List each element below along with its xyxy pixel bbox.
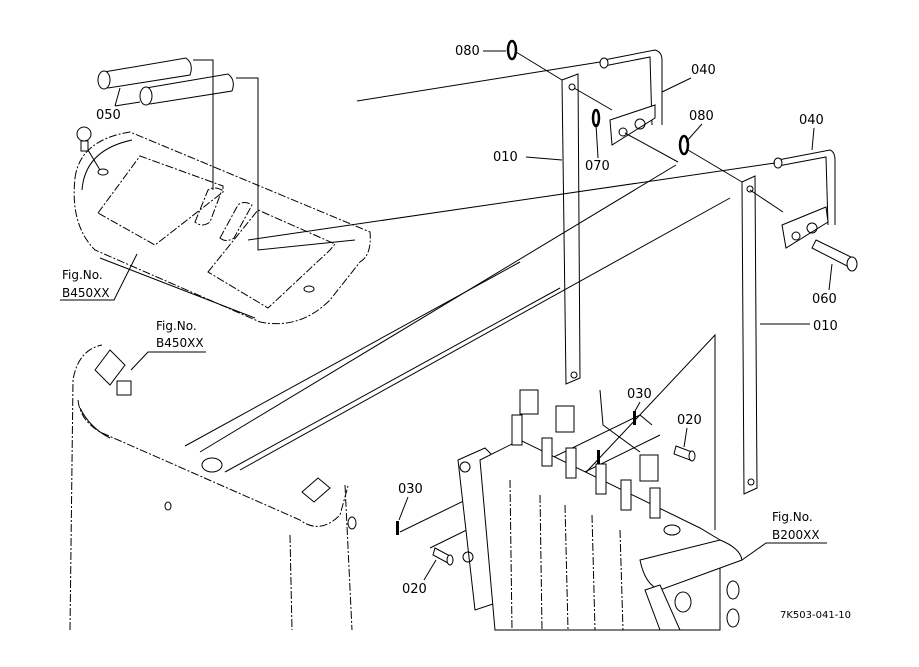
valve-bracket: [639, 539, 743, 631]
clips: [506, 39, 784, 213]
label-020-lower: 020: [402, 582, 427, 597]
svg-text:B450XX: B450XX: [156, 336, 204, 350]
label-040-right: 040: [799, 113, 824, 128]
label-060: 060: [812, 292, 837, 307]
label-020-upper: 020: [677, 413, 702, 428]
label-030-lower: 030: [398, 482, 423, 497]
bolt-icon: [76, 126, 92, 142]
rod-right: [741, 175, 758, 495]
figure-references: Fig.No. B450XX Fig.No. B450XX Fig.No. B2…: [60, 253, 827, 561]
svg-text:B200XX: B200XX: [772, 528, 820, 542]
label-050: 050: [96, 108, 121, 123]
drawing-code: 7K503-041-10: [780, 610, 851, 621]
lever-grips: [97, 57, 356, 251]
label-030-upper: 030: [627, 387, 652, 402]
svg-text:Fig.No.: Fig.No.: [62, 268, 103, 282]
label-010-left: 010: [493, 150, 518, 165]
lever-guide-plate: [73, 126, 371, 325]
fig-ref-cover[interactable]: Fig.No. B450XX: [130, 319, 206, 371]
fig-ref-guide-plate[interactable]: Fig.No. B450XX: [60, 253, 138, 301]
svg-text:B450XX: B450XX: [62, 286, 110, 300]
label-040-upper: 040: [691, 63, 716, 78]
label-010-right: 010: [813, 319, 838, 334]
svg-text:Fig.No.: Fig.No.: [156, 319, 197, 333]
lever-right: [773, 149, 858, 272]
lever-upper: [599, 49, 663, 146]
label-080-right: 080: [689, 109, 714, 124]
svg-text:Fig.No.: Fig.No.: [772, 510, 813, 524]
label-070: 070: [585, 159, 610, 174]
rod-left: [561, 73, 581, 385]
small-parts: [396, 411, 696, 566]
fig-ref-valve[interactable]: Fig.No. B200XX: [741, 510, 827, 561]
nut-icon: [116, 380, 132, 396]
part-labels: 050 080 040 080 070 010 040 060 010 030 …: [96, 44, 838, 597]
label-080-upper: 080: [455, 44, 480, 59]
